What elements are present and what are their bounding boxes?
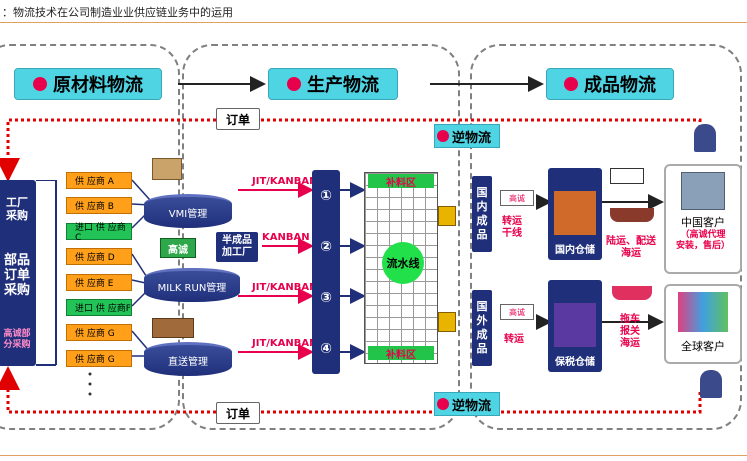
station-4: ④ (320, 340, 332, 357)
forklift-icon (438, 206, 456, 226)
direct-cylinder: 直送管理 (144, 342, 232, 376)
domestic-transfer-label: 转运 干线 (502, 216, 522, 239)
station-2: ② (320, 238, 332, 255)
truck-logo: 高诚 (509, 307, 525, 317)
top-buffer-zone: 补料区 (368, 174, 434, 189)
person-icon (694, 124, 716, 152)
supplier-box: 进口 供 应商C (66, 222, 132, 243)
building-icon (681, 172, 725, 210)
reverse-logistics-bottom: 逆物流 (434, 392, 500, 416)
boxes-icon (152, 158, 182, 180)
jit-kanban-label-1: JIT/KANBAN (252, 176, 318, 187)
factory-procurement: 工厂 采购 (6, 195, 28, 222)
foreign-goods: 国 外 成 品 (472, 290, 492, 366)
truck-icon: 高诚 (160, 238, 196, 258)
kanban-label: KANBAN (262, 232, 310, 243)
forklift-icon (438, 312, 456, 332)
supplier-box: 供 应商 G (66, 324, 132, 342)
global-customer-box: 全球客户 (664, 284, 742, 364)
assembly-line: 流水线 (382, 242, 424, 284)
milkrun-label: MILK RUN管理 (157, 283, 227, 294)
reverse-logistics-bottom-label: 逆物流 (452, 398, 492, 414)
order-loop-top (0, 118, 702, 182)
domestic-warehouse: 国内仓储 (548, 168, 602, 260)
station-1: ① (320, 187, 332, 204)
flatbed-truck-icon (152, 318, 194, 338)
supplier-box: 供 应商 G (66, 349, 132, 367)
china-customer-box: 中国客户 （高诚代理 安装，售后） (664, 164, 742, 274)
order-label-bottom: 订单 (216, 402, 260, 424)
warehouse-icon (554, 303, 596, 347)
domestic-distribution-label: 陆运、配送 海运 (606, 236, 656, 259)
domestic-goods: 国 内 成 品 (472, 176, 492, 252)
person-icon (700, 370, 722, 398)
jit-kanban-label-3: JIT/KANBAN (252, 282, 318, 293)
order-label-top: 订单 (216, 108, 260, 130)
production-title: 生产物流 (307, 75, 379, 96)
parts-order-procurement: 部品 订单 采购 (3, 252, 30, 298)
truck-logo: 高诚 (509, 193, 525, 203)
truck-logo: 高诚 (168, 244, 188, 256)
finished-goods-header: 成品物流 (546, 68, 674, 100)
container-ship-icon (612, 286, 652, 300)
order-loop-bottom (0, 366, 702, 414)
supplier-box: 供 应商 A (66, 172, 132, 189)
top-rule (0, 22, 747, 23)
cargo-ship-icon (610, 208, 654, 222)
bullet-icon (437, 130, 449, 142)
figure-caption: ：物流技术在公司制造业业供应链业务中的运用 (2, 6, 233, 19)
panel-connector (36, 180, 57, 366)
city-icon (678, 292, 728, 332)
finished-goods-title: 成品物流 (584, 75, 656, 96)
reverse-logistics-top-label: 逆物流 (452, 130, 492, 146)
milkrun-cylinder: MILK RUN管理 (144, 268, 240, 302)
foreign-transfer-label: 转运 (504, 334, 524, 345)
bottom-rule (0, 455, 747, 456)
bullet-icon (437, 398, 449, 410)
vmi-label: VMI管理 (168, 209, 208, 220)
domestic-warehouse-label: 国内仓储 (555, 245, 595, 256)
china-customer-note: （高诚代理 安装，售后） (675, 230, 730, 251)
bonded-warehouse-label: 保税仓储 (555, 357, 595, 368)
supplier-box: 进口 供 应商F (66, 299, 132, 316)
production-header: 生产物流 (268, 68, 398, 100)
gaocheng-procurement: 高诚部 分采购 (3, 328, 31, 350)
foreign-truck-icon: 高诚 (500, 304, 534, 320)
supplier-box: 供 应商 D (66, 248, 132, 266)
reverse-logistics-top: 逆物流 (434, 124, 500, 148)
foreign-distribution-label: 拖车 报关 海运 (620, 314, 640, 349)
vmi-cylinder: VMI管理 (144, 194, 232, 228)
global-customer-label: 全球客户 (681, 340, 725, 353)
domestic-truck-icon: 高诚 (500, 190, 534, 206)
jit-kanban-label-4: JIT/KANBAN (252, 338, 318, 349)
bonded-warehouse: 保税仓储 (548, 280, 602, 372)
station-3: ③ (320, 289, 332, 306)
semi-finished-factory: 半成品 加工厂 (216, 232, 258, 262)
station-column: ① ② ③ ④ (312, 170, 340, 374)
direct-label: 直送管理 (168, 357, 208, 368)
raw-material-header: 原材料物流 (14, 68, 162, 100)
delivery-truck-icon (610, 168, 644, 184)
bullet-icon (564, 77, 578, 91)
bullet-icon (33, 77, 47, 91)
bullet-icon (287, 77, 301, 91)
china-customer-label: 中国客户 (681, 216, 725, 229)
procurement-panel: 工厂 采购 部品 订单 采购 高诚部 分采购 (0, 180, 36, 366)
bottom-buffer-zone: 补料区 (368, 346, 434, 361)
supplier-box: 供 应商 E (66, 273, 132, 291)
raw-material-title: 原材料物流 (53, 75, 143, 96)
supplier-box: 供 应商 B (66, 197, 132, 215)
warehouse-icon (554, 191, 596, 235)
